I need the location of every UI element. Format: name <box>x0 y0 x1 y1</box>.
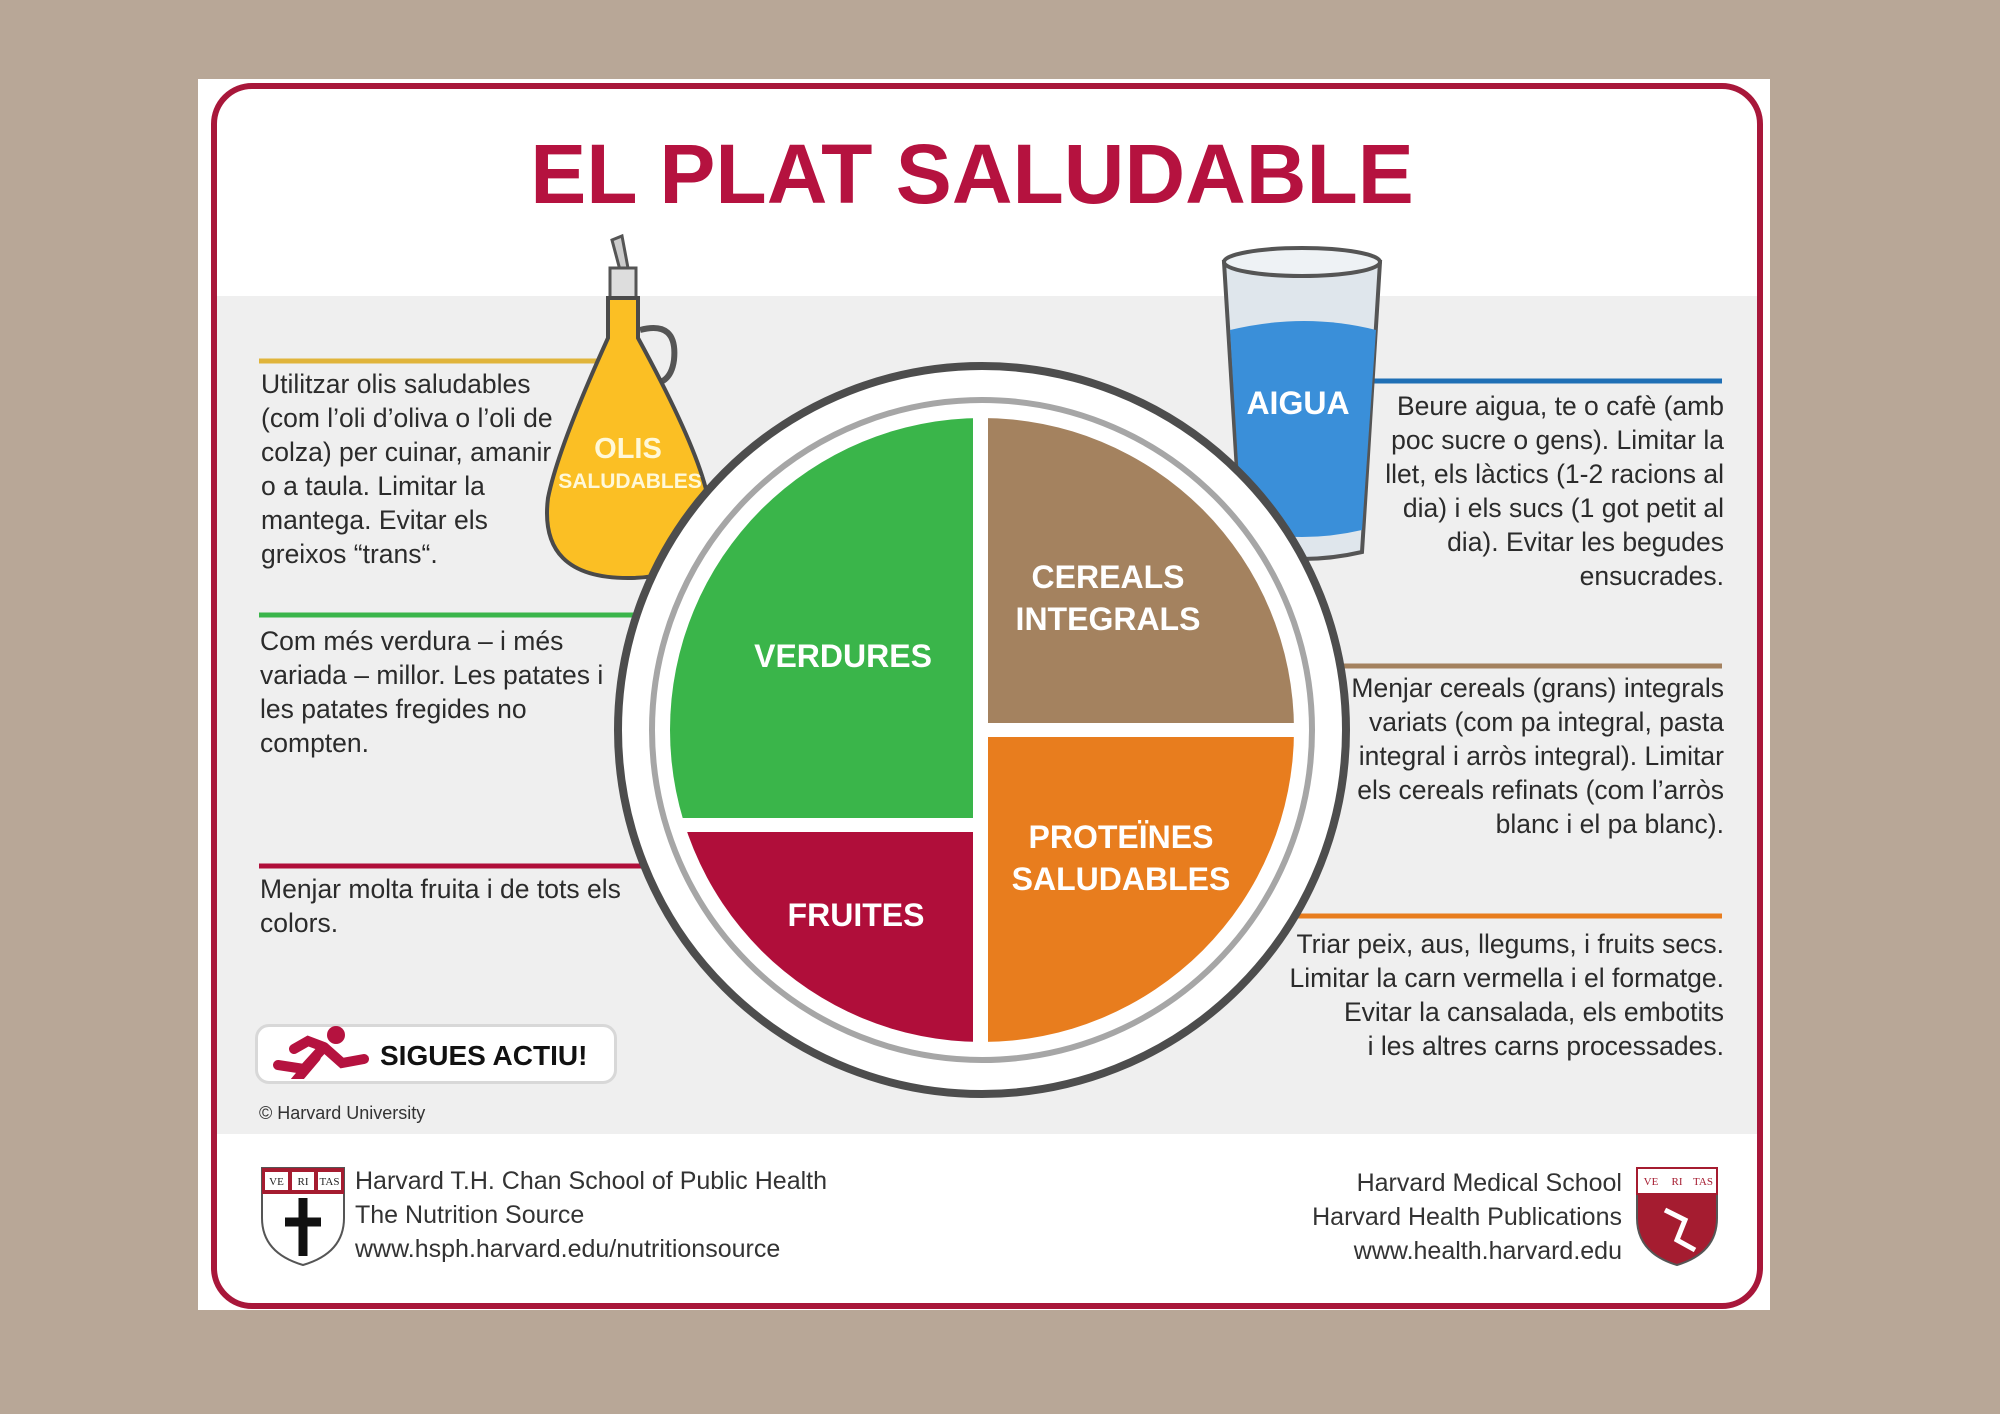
vegetables-label: VERDURES <box>754 638 932 674</box>
note-line: Utilitzar olis saludables <box>261 369 531 399</box>
footer-line: Harvard T.H. Chan School of Public Healt… <box>355 1167 827 1195</box>
note-line: o a taula. Limitar la <box>261 471 485 501</box>
note-line: (com l’oli d’oliva o l’oli de <box>261 403 553 433</box>
grains-label-1: CEREALS <box>1032 559 1185 595</box>
protein-label-2: SALUDABLES <box>1012 861 1231 897</box>
plate: VERDURES CEREALS INTEGRALS PROTEÏNES SAL… <box>614 362 1350 1098</box>
oil-label: OLIS <box>594 433 662 465</box>
stay-active-badge: SIGUES ACTIU! <box>255 1024 617 1084</box>
note-line: mantega. Evitar els <box>261 505 488 535</box>
note-line: dia) i els sucs (1 got petit al <box>1402 493 1724 523</box>
footer-line: Harvard Medical School <box>1356 1169 1622 1197</box>
note-line: els cereals refinats (com l’arròs <box>1357 775 1724 805</box>
note-line: integral i arròs integral). Limitar <box>1358 741 1724 771</box>
shield-text-ve: VE <box>269 1176 284 1188</box>
protein-label-1: PROTEÏNES <box>1029 819 1214 855</box>
stay-active-label: SIGUES ACTIU! <box>380 1040 588 1071</box>
note-line: dia). Evitar les begudes <box>1447 527 1724 557</box>
note-line: compten. <box>260 728 370 758</box>
protein-note: Triar peix, aus, llegums, i fruits secs.… <box>1290 927 1724 1063</box>
footer-link[interactable]: www.hsph.harvard.edu/nutritionsource <box>355 1235 781 1263</box>
footer-right: Harvard Medical School Harvard Health Pu… <box>1312 1166 1622 1268</box>
page-title: EL PLAT SALUDABLE <box>530 127 1414 221</box>
note-line: les patates fregides no <box>260 694 527 724</box>
footer-line: Harvard Health Publications <box>1312 1203 1622 1231</box>
note-line: Evitar la cansalada, els embotits <box>1343 997 1724 1027</box>
harvard-medical-shield-icon: VE RI TAS <box>1636 1167 1718 1267</box>
note-line: Com més verdura – i més <box>260 626 564 656</box>
note-line: blanc i el pa blanc). <box>1495 809 1724 839</box>
note-line: Beure aigua, te o cafè (amb <box>1396 391 1724 421</box>
footer-link[interactable]: www.health.harvard.edu <box>1353 1237 1622 1265</box>
note-line: variats (com pa integral, pasta <box>1369 707 1724 737</box>
water-label: AIGUA <box>1246 385 1349 421</box>
fruits-label: FRUITES <box>788 897 925 933</box>
note-line: colza) per cuinar, amanir <box>261 437 552 467</box>
copyright: © Harvard University <box>259 1103 426 1123</box>
fruits-note: Menjar molta fruita i de tots els colors… <box>260 872 621 940</box>
shield-text-tas: TAS <box>320 1176 340 1188</box>
grains-note: Menjar cereals (grans) integrals variats… <box>1351 671 1724 841</box>
note-line: Triar peix, aus, llegums, i fruits secs. <box>1296 929 1724 959</box>
note-line: variada – millor. Les patates i <box>260 660 604 690</box>
running-person-icon <box>273 1026 369 1079</box>
note-line: Limitar la carn vermella i el formatge. <box>1289 963 1724 993</box>
shield-text-ri: RI <box>298 1176 309 1188</box>
note-line: colors. <box>260 908 339 938</box>
note-line: Menjar cereals (grans) integrals <box>1351 673 1724 703</box>
note-line: poc sucre o gens). Limitar la <box>1391 425 1724 455</box>
note-line: greixos “trans“. <box>261 539 438 569</box>
note-line: Menjar molta fruita i de tots els <box>260 874 621 904</box>
note-line: ensucrades. <box>1579 561 1724 591</box>
shield-text-tas: TAS <box>1693 1176 1713 1188</box>
oils-note: Utilitzar olis saludables (com l’oli d’o… <box>261 367 553 571</box>
harvard-chan-shield-icon: VE RI TAS <box>261 1167 345 1267</box>
footer-line: The Nutrition Source <box>355 1201 585 1229</box>
footer-left: Harvard T.H. Chan School of Public Healt… <box>355 1164 827 1266</box>
vegetables-note: Com més verdura – i més variada – millor… <box>260 624 603 760</box>
note-line: i les altres carns processades. <box>1367 1031 1724 1061</box>
water-glass-icon: AIGUA <box>1221 246 1383 561</box>
shield-text-ri: RI <box>1672 1176 1683 1188</box>
grains-label-2: INTEGRALS <box>1016 601 1201 637</box>
shield-text-ve: VE <box>1644 1176 1659 1188</box>
oil-sublabel: SALUDABLES <box>558 470 702 493</box>
water-note: Beure aigua, te o cafè (amb poc sucre o … <box>1385 389 1724 593</box>
oil-bottle-icon: OLIS SALUDABLES <box>545 233 711 581</box>
note-line: llet, els làctics (1-2 racions al <box>1385 459 1724 489</box>
